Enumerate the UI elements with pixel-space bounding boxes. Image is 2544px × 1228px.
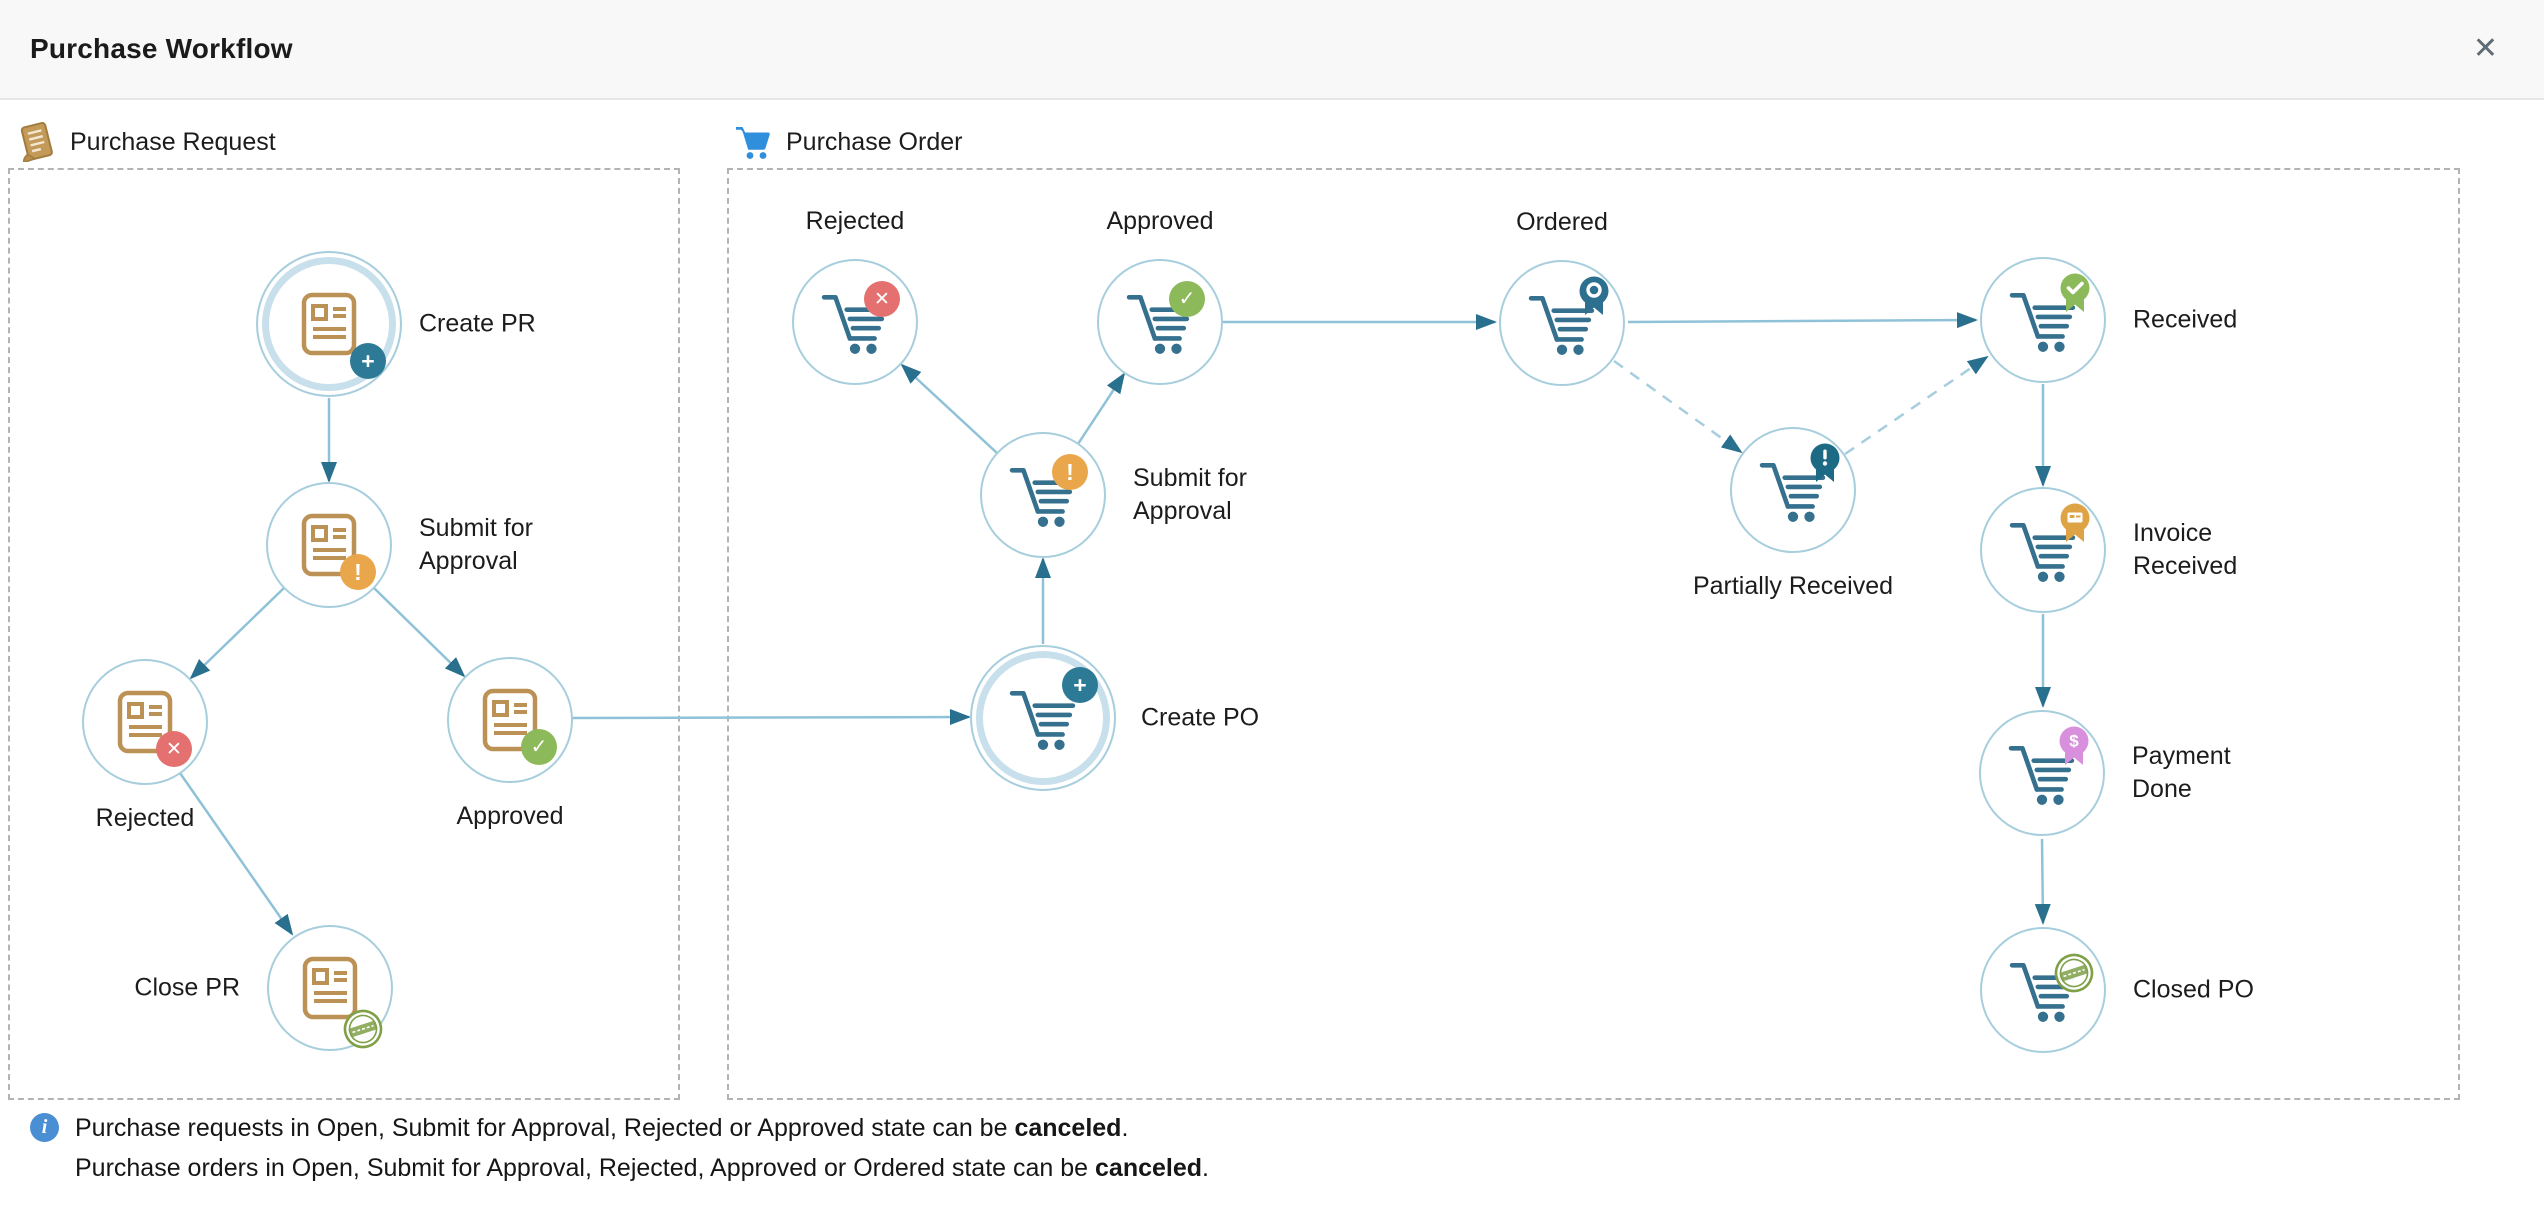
node-label: Approved — [1106, 207, 1214, 235]
node-label: Approved — [456, 802, 564, 830]
node-label: Rejected — [95, 804, 195, 832]
dialog-header: Purchase Workflow ✕ — [0, 0, 2544, 100]
rejected-pr-circle: ✕ — [82, 659, 208, 785]
cross-badge-icon: ✕ — [864, 281, 900, 317]
partially-received-circle — [1730, 427, 1856, 553]
purchase-request-icon — [20, 122, 53, 162]
check-badge-icon: ✓ — [1169, 281, 1205, 317]
purchase-order-box — [727, 168, 2460, 1100]
purchase-order-section-label: Purchase Order — [734, 124, 962, 160]
plus-badge-icon: + — [1062, 667, 1098, 703]
ordered-circle — [1499, 260, 1625, 386]
create-po-circle: + — [970, 645, 1116, 791]
invoice-medal-card-icon — [2060, 503, 2090, 542]
node-label: Close PR — [134, 973, 240, 1002]
node-label: Invoice Received — [2133, 519, 2238, 580]
purchase-order-cart-icon — [736, 127, 770, 159]
payment-done-circle: $ — [1979, 710, 2105, 836]
svg-text:$: $ — [2069, 732, 2079, 751]
check-badge-icon: ✓ — [521, 729, 557, 765]
closed-stamp-icon — [2052, 951, 2096, 995]
node-label: Closed PO — [2133, 975, 2254, 1004]
partially-received-medal-alert-icon — [1810, 443, 1840, 482]
node-label: Rejected — [805, 207, 905, 235]
close-pr-circle — [267, 925, 393, 1051]
node-label: Partially Received — [1692, 572, 1894, 600]
alert-badge-icon: ! — [340, 554, 376, 590]
approved-po-circle: ✓ — [1097, 259, 1223, 385]
closed-po-circle — [1980, 927, 2106, 1053]
plus-badge-icon: + — [350, 343, 386, 379]
received-medal-check-icon — [2060, 273, 2090, 312]
purchase-order-section-title: Purchase Order — [786, 127, 963, 156]
submit-po-circle: ! — [980, 432, 1106, 558]
submit-pr-circle: ! — [266, 482, 392, 608]
purchase-request-section-title: Purchase Request — [70, 127, 276, 156]
node-label: Submit for Approval — [419, 514, 533, 575]
approved-pr-circle: ✓ — [447, 657, 573, 783]
purchase-request-box — [8, 168, 680, 1100]
invoice-received-circle — [1980, 487, 2106, 613]
footer-line-2: Purchase orders in Open, Submit for Appr… — [75, 1154, 1209, 1182]
node-label: Create PR — [419, 309, 536, 338]
document-icon — [296, 291, 362, 357]
received-circle — [1980, 257, 2106, 383]
node-label: Submit for Approval — [1133, 464, 1247, 525]
purchase-request-section-label: Purchase Request — [16, 122, 276, 162]
info-icon: i — [30, 1113, 59, 1142]
closed-stamp-icon — [341, 1007, 385, 1051]
node-label: Create PO — [1141, 703, 1260, 732]
ordered-medal-icon — [1579, 276, 1609, 315]
node-label: Payment Done — [2132, 742, 2231, 803]
alert-badge-icon: ! — [1052, 454, 1088, 490]
dialog-title: Purchase Workflow — [30, 33, 293, 64]
node-label: Received — [2133, 305, 2238, 334]
create-pr-circle: + — [256, 251, 402, 397]
node-label: Ordered — [1516, 208, 1608, 236]
rejected-po-circle: ✕ — [792, 259, 918, 385]
cross-badge-icon: ✕ — [156, 731, 192, 767]
footer-note: i Purchase requests in Open, Submit for … — [30, 1108, 1209, 1188]
footer-line-1: Purchase requests in Open, Submit for Ap… — [75, 1114, 1129, 1142]
close-icon[interactable]: ✕ — [2472, 32, 2498, 65]
payment-medal-dollar-icon: $ — [2059, 726, 2089, 765]
